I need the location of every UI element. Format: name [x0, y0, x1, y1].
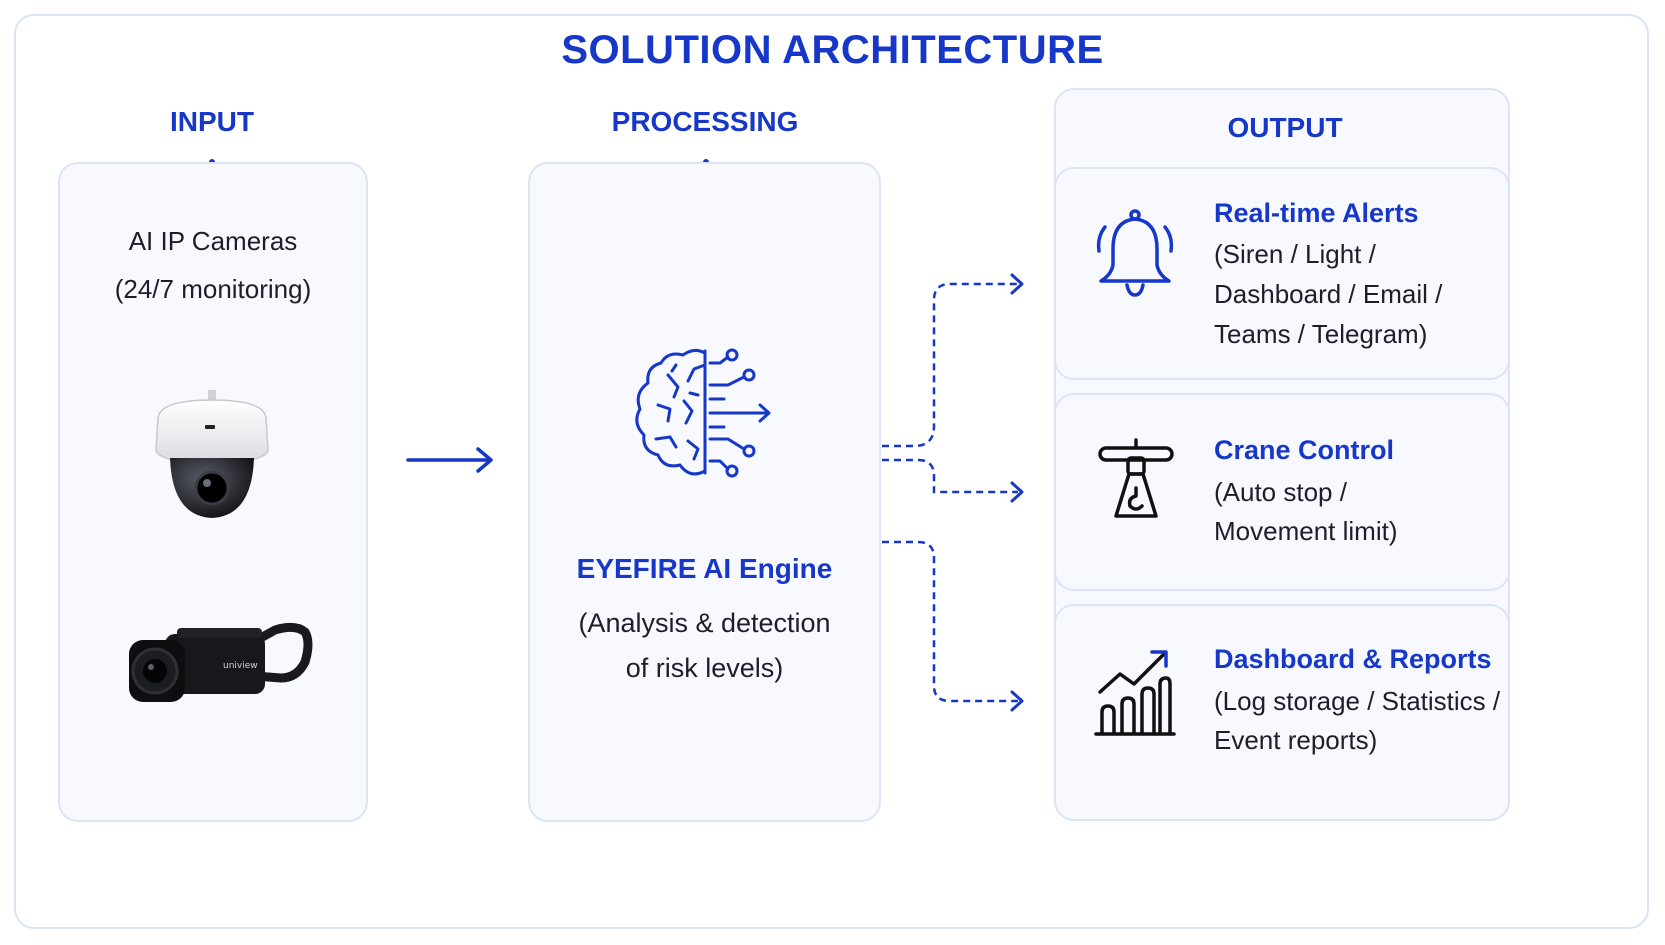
engine-subtitle-line2: of risk levels): [625, 653, 784, 683]
camera-brand-label: uniview: [223, 661, 258, 671]
input-section-label: INPUT: [170, 106, 254, 137]
engine-subtitle-line1: (Analysis & detection: [578, 608, 831, 638]
reports-heading: Dashboard & Reports: [1214, 644, 1492, 674]
reports-detail-line2: Event reports): [1214, 725, 1378, 755]
processing-to-output-connectors: [882, 273, 1024, 712]
crane-control-detail-line1: (Auto stop /: [1214, 477, 1347, 507]
crane-control-heading: Crane Control: [1214, 435, 1395, 465]
output-card-crane: [1054, 393, 1510, 591]
input-to-processing-arrow: [406, 447, 493, 473]
alerts-detail-line2: Dashboard / Email /: [1214, 279, 1443, 309]
growth-chart-icon: [1094, 650, 1176, 736]
input-title-line1: AI IP Cameras: [128, 226, 298, 256]
reports-detail-line1: (Log storage / Statistics /: [1214, 686, 1501, 716]
bell-icon: [1096, 209, 1174, 297]
alerts-detail-line3: Teams / Telegram): [1214, 319, 1428, 349]
ai-brain-icon: [635, 348, 771, 478]
input-title-line2: (24/7 monitoring): [114, 274, 312, 304]
processing-card: EYEFIRE AI Engine (Analysis & detection …: [528, 162, 881, 822]
dome-camera-icon: [155, 390, 269, 518]
diagram-title: SOLUTION ARCHITECTURE: [561, 28, 1104, 72]
processing-section-label: PROCESSING: [611, 106, 799, 137]
crane-control-detail-line2: Movement limit): [1214, 516, 1398, 546]
output-card-alerts: [1054, 167, 1510, 380]
alerts-detail-line1: (Siren / Light /: [1214, 239, 1376, 269]
engine-title: EYEFIRE AI Engine: [576, 553, 833, 584]
crane-hook-icon: [1098, 438, 1174, 518]
output-section-label: OUTPUT: [1227, 112, 1343, 143]
bullet-camera-icon: uniview: [129, 622, 313, 702]
output-card-reports: [1054, 604, 1510, 821]
alerts-heading: Real-time Alerts: [1214, 198, 1419, 228]
